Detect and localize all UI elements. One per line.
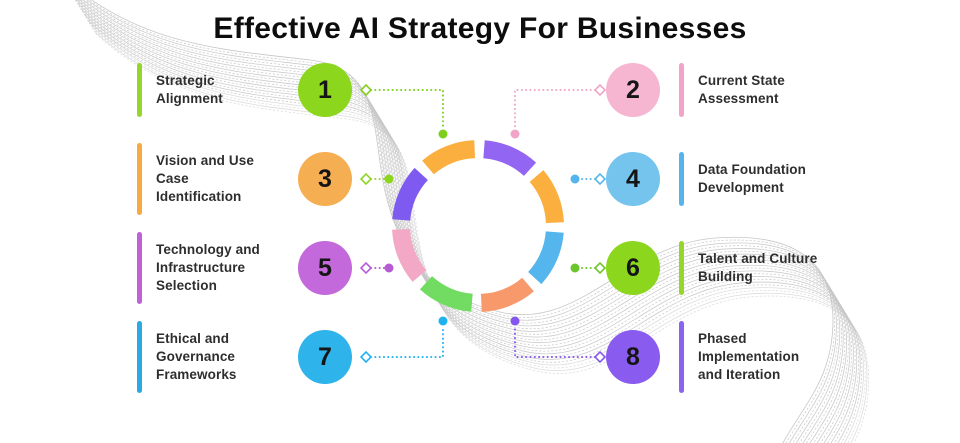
connector-3 (359, 172, 394, 186)
step-label-3: Vision and Use Case Identification (156, 153, 254, 204)
step-number-1: 1 (298, 63, 352, 117)
connector-dot-7 (438, 316, 448, 326)
step-number-5: 5 (298, 241, 352, 295)
accent-bar-7 (137, 321, 142, 393)
wave-line (91, 0, 834, 443)
ring-segment-5 (419, 275, 474, 312)
step-label-4: Data Foundation Development (698, 162, 806, 195)
connector-8 (510, 316, 607, 364)
ring-segment-4 (480, 277, 534, 312)
connector-diamond-8 (593, 350, 607, 364)
connector-1 (359, 83, 448, 139)
connector-2 (510, 83, 607, 139)
accent-bar-3 (137, 143, 142, 215)
accent-bar-4 (679, 152, 684, 206)
ring-segment-2 (529, 170, 564, 224)
ring-segment-3 (527, 230, 564, 285)
connector-6 (570, 261, 607, 275)
step-label-1: Strategic Alignment (156, 73, 223, 106)
wave-line (84, 0, 839, 443)
wave-line (78, 5, 853, 443)
ring-segment-8 (422, 140, 476, 175)
connector-7 (359, 316, 448, 364)
ring-segment-1 (482, 140, 537, 177)
accent-bar-2 (679, 63, 684, 117)
accent-bar-1 (137, 63, 142, 117)
step-item-8: Phased Implementation and Iteration (679, 321, 799, 393)
wave-line (77, 0, 846, 443)
accent-bar-6 (679, 241, 684, 295)
connector-diamond-2 (593, 83, 607, 97)
step-number-6: 6 (606, 241, 660, 295)
wave-line (86, 0, 837, 443)
wave-line (81, 11, 856, 443)
step-item-5: Technology and Infrastructure Selection (137, 232, 260, 304)
connector-5 (359, 261, 394, 275)
connector-dot-5 (384, 263, 394, 273)
step-label-8: Phased Implementation and Iteration (698, 331, 800, 382)
connector-diamond-5 (359, 261, 373, 275)
center-ring (392, 140, 564, 312)
page-title: Effective AI Strategy For Businesses (213, 12, 747, 45)
connector-dot-1 (438, 129, 448, 139)
connector-dot-2 (510, 129, 520, 139)
connector-dot-4 (570, 174, 580, 184)
step-item-2: Current State Assessment (679, 63, 785, 117)
step-number-4: 4 (606, 152, 660, 206)
connector-diamond-7 (359, 350, 373, 364)
accent-bar-5 (137, 232, 142, 304)
step-number-2: 2 (606, 63, 660, 117)
connector-diamond-3 (359, 172, 373, 186)
step-item-3: Vision and Use Case Identification (137, 143, 254, 215)
wave-line (95, 33, 870, 443)
wave-line (80, 0, 842, 443)
connector-diamond-1 (359, 83, 373, 97)
connector-4 (570, 172, 607, 186)
connector-dot-6 (570, 263, 580, 273)
wave-line (82, 0, 841, 443)
step-number-3: 3 (298, 152, 352, 206)
connectors (359, 83, 607, 364)
connector-dot-8 (510, 316, 520, 326)
accent-bar-8 (679, 321, 684, 393)
wave-line (92, 27, 866, 443)
connector-diamond-6 (593, 261, 607, 275)
wave-line (88, 0, 836, 443)
step-item-7: Ethical and Governance Frameworks (137, 321, 237, 393)
connector-diamond-4 (593, 172, 607, 186)
step-label-2: Current State Assessment (698, 73, 785, 106)
wave-line (75, 0, 849, 443)
step-number-7: 7 (298, 330, 352, 384)
ring-segment-7 (392, 167, 429, 222)
wave-line (88, 22, 863, 443)
step-item-6: Talent and Culture Building (679, 241, 817, 295)
step-label-5: Technology and Infrastructure Selection (156, 242, 260, 293)
step-label-7: Ethical and Governance Frameworks (156, 331, 237, 382)
step-item-4: Data Foundation Development (679, 152, 806, 206)
step-item-1: Strategic Alignment (137, 63, 223, 117)
step-label-6: Talent and Culture Building (698, 251, 818, 284)
wave-line (85, 16, 859, 443)
connector-dot-3 (384, 174, 394, 184)
step-number-8: 8 (606, 330, 660, 384)
ring-segment-6 (392, 228, 427, 282)
